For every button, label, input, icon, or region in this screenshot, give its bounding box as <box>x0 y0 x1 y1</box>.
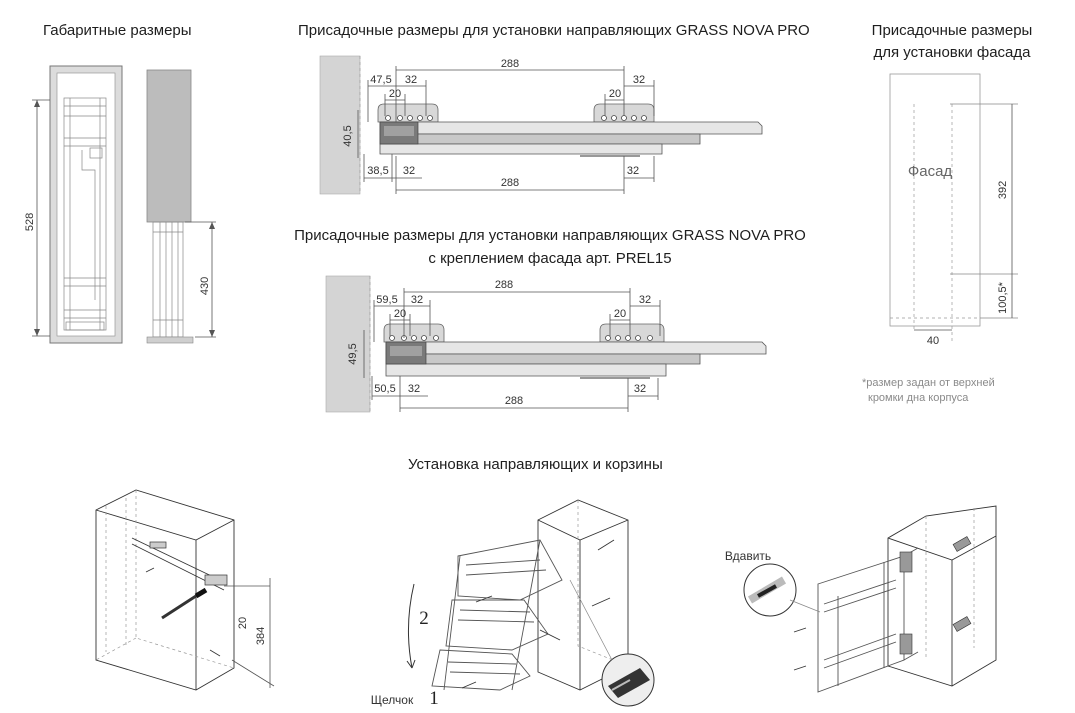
facade-dimensions-title: Присадочные размеры для установки фасада <box>852 20 1052 64</box>
install-384-label: 384 <box>255 627 267 645</box>
facade-footnote-line-1: *размер задан от верхней <box>862 377 995 389</box>
height-528-label: 528 <box>24 213 36 231</box>
d1-32a-label: 32 <box>405 74 417 86</box>
facade-title-line-1: Присадочные размеры <box>871 22 1033 39</box>
d2-bottom-288-label: 288 <box>505 395 523 407</box>
d2-32b-label: 32 <box>639 294 651 306</box>
drill-diagram-1: 288 47,5 32 20 20 32 40,5 38,5 32 288 32 <box>319 55 763 195</box>
d2-32a-label: 32 <box>411 294 423 306</box>
facade-40-label: 40 <box>927 335 939 347</box>
facade-100-5-label: 100,5* <box>997 281 1009 314</box>
click-label: Щелчок <box>371 693 414 707</box>
facade-title-line-2: для установки фасада <box>873 44 1031 61</box>
facade-392-label: 392 <box>997 181 1009 199</box>
d2-20a-label: 20 <box>394 308 406 320</box>
d2-top-288-label: 288 <box>495 279 513 291</box>
d1-32b-label: 32 <box>633 74 645 86</box>
drill-dimensions-title-2: Присадочные размеры для установки направ… <box>270 224 830 270</box>
d1-bottom-288-label: 288 <box>501 177 519 189</box>
d1-32c-label: 32 <box>403 165 415 177</box>
d2-32d-label: 32 <box>634 383 646 395</box>
d2-50-5-label: 50,5 <box>374 383 395 395</box>
overall-side-view: 430 <box>146 69 216 344</box>
install-basket: 2 1 Щелчок <box>371 499 655 709</box>
d1-47-5-label: 47,5 <box>370 74 391 86</box>
drill-dimensions-title-1: Присадочные размеры для установки направ… <box>298 22 810 39</box>
install-20-label: 20 <box>237 617 249 629</box>
facade-diagram: Фасад 392 100,5* 40 <box>889 73 1018 347</box>
d2-side-49-5-label: 49,5 <box>347 343 359 364</box>
drill-title-2-line-1: Присадочные размеры для установки направ… <box>294 227 806 244</box>
installation-title: Установка направляющих и корзины <box>408 456 663 473</box>
d1-32d-label: 32 <box>627 165 639 177</box>
facade-footnote-line-2: кромки дна корпуса <box>868 392 969 404</box>
facade-footnote: *размер задан от верхней кромки дна корп… <box>862 376 995 406</box>
d2-20b-label: 20 <box>614 308 626 320</box>
install-final: Вдавить <box>725 505 997 693</box>
d1-20b-label: 20 <box>609 88 621 100</box>
install-cabinet-rails: 20 384 <box>95 489 275 691</box>
overall-front-view: 528 <box>24 65 123 344</box>
d2-59-5-label: 59,5 <box>376 294 397 306</box>
d1-20a-label: 20 <box>389 88 401 100</box>
d1-side-40-5-label: 40,5 <box>342 125 354 146</box>
basket-430-label: 430 <box>199 277 211 295</box>
facade-label: Фасад <box>908 163 953 180</box>
step-1-label: 1 <box>429 688 439 709</box>
step-2-label: 2 <box>419 608 429 629</box>
drill-diagram-2: 288 59,5 32 20 20 32 49,5 50,5 32 288 32 <box>325 275 767 413</box>
drill-title-2-line-2: с креплением фасада арт. PREL15 <box>428 250 672 267</box>
d2-32c-label: 32 <box>408 383 420 395</box>
press-label: Вдавить <box>725 549 771 563</box>
d1-38-5-label: 38,5 <box>367 165 388 177</box>
d1-top-288-label: 288 <box>501 58 519 70</box>
overall-dimensions-title: Габаритные размеры <box>43 22 192 39</box>
